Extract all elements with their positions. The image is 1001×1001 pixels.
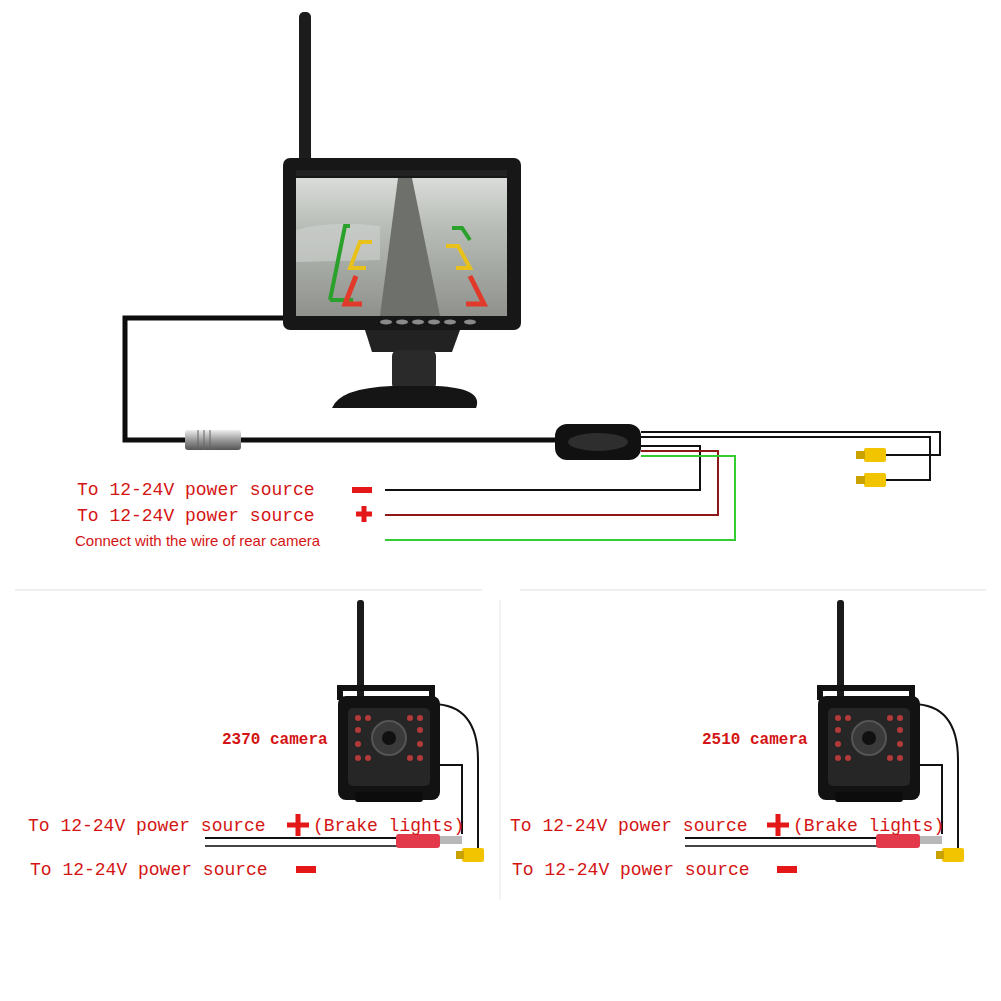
power-label: To 12-24V power source [77,481,315,499]
monitor-bezel [283,158,521,330]
minus-symbol [296,866,316,873]
wire-note: (Brake lights) [793,817,944,835]
monitor-buttons [380,320,476,325]
plus-symbol [356,506,372,522]
power-label: To 12-24V power source [30,861,268,879]
rca-connector [864,473,886,487]
power-label: To 12-24V power source [28,817,266,835]
monitor-screen [296,178,507,316]
aviation-connector [185,430,241,450]
rca-tip [856,451,865,459]
monitor-antenna [299,12,311,168]
monitor-stand [392,350,436,390]
monitor-mount [365,330,460,352]
main-cable [241,438,556,443]
wire-note: (Brake lights) [313,817,464,835]
rca-connector [864,448,886,462]
screen-top-strip [296,170,507,176]
rca-tip [856,476,865,484]
junction-box [555,424,641,460]
video-wire [641,437,930,480]
separator [499,600,501,900]
guide-line [466,276,484,304]
connector-ridges [198,430,210,450]
guide-line [345,276,362,304]
guide-line [452,228,470,240]
minus-symbol [352,487,372,493]
power-label: To 12-24V power source [512,861,750,879]
guide-line [446,246,470,268]
trigger-wire [385,456,735,540]
minus-symbol [777,866,797,873]
plus-symbol [287,814,309,836]
junction-window [568,433,628,451]
monitor-cable [125,318,300,440]
power-label: To 12-24V power source [77,507,315,525]
wire-note: Connect with the wire of rear camera [75,533,320,548]
monitor-base [332,386,477,408]
guide-line [350,242,372,268]
camera-label: 2370 camera [222,732,328,748]
separator [15,589,482,591]
negative-wire [385,446,700,490]
road-strip [380,178,440,316]
separator [520,589,986,591]
camera-label: 2510 camera [702,732,808,748]
plus-symbol [767,814,789,836]
positive-wire [385,451,718,515]
power-label: To 12-24V power source [510,817,748,835]
